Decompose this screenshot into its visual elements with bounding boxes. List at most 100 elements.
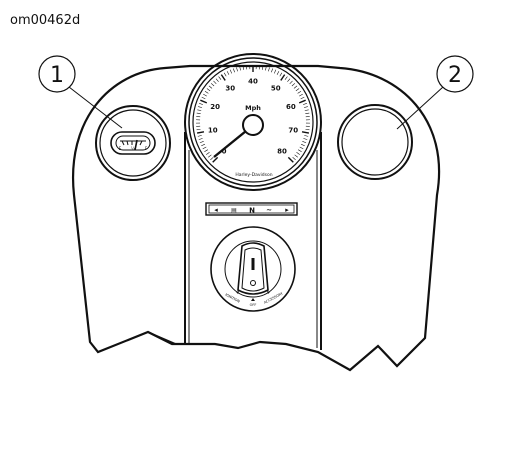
speedometer-tick (298, 149, 302, 153)
speedometer-tick (300, 96, 305, 100)
speedometer-tick (212, 156, 219, 163)
accessory-gauge-outer-ring (337, 104, 413, 180)
speedometer-tick (239, 66, 241, 71)
speedometer-tick (213, 80, 217, 85)
speedometer-scale-label: 60 (286, 103, 296, 111)
speedometer-tick (236, 67, 238, 72)
oil-pressure-indicator: ~ (266, 206, 272, 214)
speedometer-tick (197, 135, 202, 137)
speedometer-scale-label: 10 (208, 126, 218, 134)
speedometer-tick (291, 83, 296, 87)
speedometer-tick (287, 156, 294, 163)
fuel-gauge-mark-half: ½ (131, 146, 135, 151)
ignition-lock-pin (250, 280, 256, 286)
ignition-key-slot (251, 258, 255, 270)
speedometer-tick (284, 76, 288, 80)
fuel-gauge-outer-ring (95, 105, 171, 181)
fuel-gauge: E ½ F (95, 105, 171, 181)
document-id: om00462d (10, 13, 81, 28)
ignition-switch-dial (224, 240, 282, 298)
callout-2-circle (436, 55, 474, 93)
ignition-position-arrows (236, 291, 270, 301)
speedometer-tick (301, 143, 305, 147)
speedometer-tick (303, 106, 308, 108)
speedometer-tick (199, 141, 204, 144)
speedometer-tick (229, 69, 233, 74)
console-housing (71, 64, 441, 372)
speedometer-tick (208, 85, 213, 89)
indicator-strip: ◂ ▤ N ~ ▸ (205, 202, 298, 216)
speedometer-tick (304, 109, 309, 111)
speedometer-tick (210, 83, 215, 87)
speedometer-tick (299, 146, 304, 150)
speedometer-needle-hub (242, 114, 264, 136)
speedometer-tick (223, 72, 227, 77)
ignition-switch-knob-face (241, 247, 265, 292)
speedometer-tick (294, 154, 298, 158)
speedometer-tick (201, 96, 206, 100)
speedometer-tick (196, 131, 205, 134)
speedometer-tick (198, 138, 203, 140)
speedometer-footer-text: Harley-Davidson (235, 172, 272, 178)
speedometer-bezel-ring (188, 57, 318, 187)
speedometer-scale-label: 40 (248, 78, 258, 86)
speedometer-tick (289, 80, 293, 85)
accessory-gauge-inner-ring (341, 108, 409, 176)
callout-1-number: 1 (50, 63, 64, 88)
speedometer-tick (299, 93, 303, 97)
speedometer-tick (287, 78, 291, 82)
housing-seam (147, 331, 177, 345)
speedometer-tick (210, 156, 214, 161)
center-panel-inner-edge (188, 150, 318, 348)
callout-1-circle (38, 55, 76, 93)
speedometer-tick (197, 109, 202, 111)
speedometer-tick (200, 99, 208, 104)
speedometer-tick (298, 99, 306, 104)
speedometer-tick (242, 65, 244, 70)
speedometer-tick (293, 85, 298, 89)
speedometer-ticks (196, 65, 310, 163)
speedometer-tick (220, 74, 226, 81)
speedometer-tick (301, 131, 310, 134)
speedometer-tick (302, 103, 307, 105)
speedometer-tick (206, 88, 211, 92)
speedometer-tick (297, 91, 302, 94)
fuel-gauge-inner-ring (99, 109, 167, 177)
ignition-position-ignition: IGNITION (224, 293, 240, 304)
speedometer-tick (204, 149, 208, 153)
speedometer-tick (303, 138, 308, 140)
speedometer-tick (296, 152, 300, 155)
accessory-gauge-opening (337, 104, 413, 180)
speedometer-scale-label: 70 (288, 126, 298, 134)
speedometer-tick (218, 76, 222, 80)
ignition-switch-knob (237, 242, 269, 295)
speedometer-tick (232, 68, 235, 73)
ignition-position-off: OFF (250, 303, 257, 307)
speedometer-tick (279, 72, 283, 77)
speedometer-tick (198, 106, 203, 108)
speedometer-tick (276, 71, 280, 75)
speedometer-brand-mark: Mph (245, 104, 261, 112)
callout-1: 1 (38, 55, 123, 129)
speedometer-tick (304, 135, 309, 137)
fuel-gauge-mark-empty: E (119, 146, 122, 151)
ignition-switch-bezel (210, 226, 296, 312)
turn-left-indicator: ◂ (214, 206, 218, 214)
speedometer-tick (295, 88, 300, 92)
center-panel (184, 132, 322, 350)
speedometer-scale-label: 80 (277, 147, 287, 155)
callout-2-leader (396, 86, 444, 130)
fuel-gauge-ticks (120, 140, 146, 146)
speedometer-tick (203, 93, 207, 97)
callout-2: 2 (396, 55, 474, 130)
speedometer-tick (204, 91, 209, 94)
neutral-indicator: N (249, 207, 255, 215)
fuel-gauge-window (110, 131, 156, 155)
speedometer-outer-bezel (184, 53, 322, 191)
speedometer-tick (268, 67, 270, 72)
speedometer-face (192, 61, 314, 183)
speedometer-scale-label: 30 (225, 84, 235, 92)
indicator-strip-frame (205, 202, 298, 216)
speedometer-tick (202, 146, 207, 150)
